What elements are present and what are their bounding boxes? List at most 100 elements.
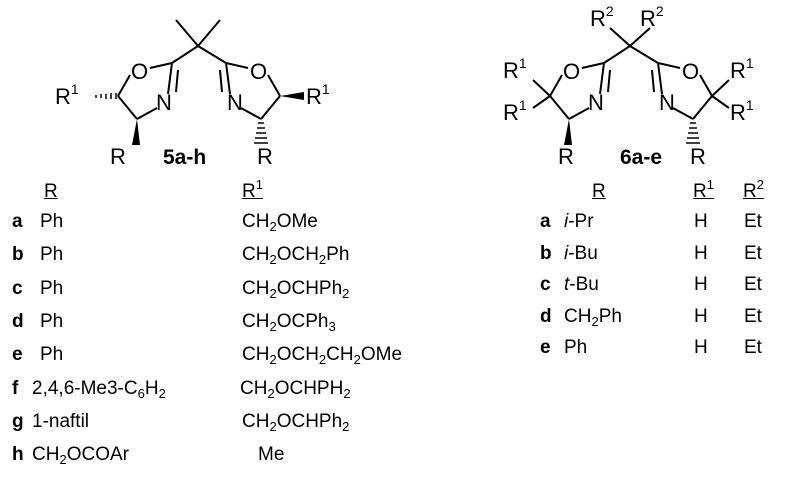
right-row-label: a	[540, 211, 551, 232]
atom-6right-o: O	[682, 59, 699, 84]
wedge-bond-left-r	[132, 119, 140, 145]
atom-right-r1: R1	[306, 81, 330, 109]
atom-6-r2-left: R2	[590, 3, 614, 31]
left-row-r: Ph	[40, 211, 64, 232]
bond-right-c5-c4	[260, 95, 281, 120]
left-row-r: Ph	[40, 278, 64, 299]
atom-left-o: O	[131, 59, 148, 84]
right-header-r2: R2	[743, 177, 764, 202]
bond-left-c2-o	[149, 62, 173, 69]
bond-right-n-c2-double	[219, 69, 223, 93]
right-row-r1: H	[694, 337, 708, 358]
bond-6right-c2-o	[657, 62, 681, 69]
bond-right-c4-n	[240, 107, 262, 120]
left-row-label: c	[12, 278, 23, 299]
atom-6right-r: R	[690, 144, 706, 169]
right-header-r1: R1	[693, 177, 714, 202]
right-row-label: c	[540, 274, 551, 295]
atom-right-r: R	[257, 144, 273, 169]
atom-right-n: N	[227, 90, 243, 115]
right-row-r1: H	[694, 211, 708, 232]
atom-left-r: R	[110, 144, 126, 169]
bond-6left-c4-n	[568, 107, 590, 120]
left-row-r1: CH2OCHPh2	[242, 278, 350, 301]
bond-6right-c5-r1-top	[711, 79, 730, 97]
bond-r2-left	[609, 27, 631, 47]
atom-left-r1: R1	[55, 81, 79, 109]
atom-6right-r1-bot: R1	[730, 97, 754, 125]
right-row-r2: Et	[744, 274, 762, 295]
bond-methyl-right	[197, 19, 221, 47]
bond-6left-c5-c4	[549, 95, 570, 120]
left-row-r1: CH2OCPh3	[242, 311, 336, 334]
bond-center-left-6	[603, 45, 631, 64]
bond-left-n-c2	[167, 62, 173, 95]
hashed-bond-6right-r	[686, 122, 700, 144]
bond-left-n-c2-double	[175, 69, 179, 93]
bond-methyl-left	[175, 19, 199, 47]
left-row-r1: CH2OMe	[242, 211, 318, 234]
right-row-r1: H	[694, 306, 708, 327]
right-row-r2: Et	[744, 211, 762, 232]
bond-right-n-c2	[225, 62, 231, 95]
atom-6right-n: N	[659, 90, 675, 115]
bond-6right-c5-c4	[692, 95, 713, 120]
bond-6left-c5-r1-top	[532, 79, 551, 97]
hashed-bond-right-r	[254, 122, 268, 144]
right-row-label: e	[540, 337, 551, 358]
bond-right-o-c5	[267, 74, 281, 97]
structure-5a-h	[95, 19, 304, 145]
atom-labels-6a-e: R2 R2 O N O N R1 R1 R1 R1 R R 6a-e	[503, 3, 754, 169]
atom-6left-n: N	[588, 90, 604, 115]
right-row-r1: H	[694, 274, 708, 295]
right-row-r: i-Pr	[564, 211, 594, 232]
bond-center-left	[171, 45, 199, 64]
left-row-label: g	[12, 411, 24, 432]
right-row-r: CH2Ph	[564, 306, 622, 329]
left-row-r1: Me	[258, 444, 285, 465]
left-row-r: 2,4,6-Me3-C6H2	[32, 378, 166, 401]
left-row-r1: CH2OCHPh2	[242, 411, 350, 434]
compound-id-5a-h: 5a-h	[163, 146, 206, 169]
bond-center-right-6	[629, 45, 659, 64]
right-row-r1: H	[694, 243, 708, 264]
left-header-r1: R1	[242, 177, 263, 202]
left-header-r: R	[44, 181, 58, 202]
bond-r2-right	[629, 27, 651, 47]
hashed-bond-left-r1	[95, 93, 117, 99]
bond-6left-n-c2-double	[607, 69, 611, 93]
right-row-r: t-Bu	[564, 274, 599, 295]
structure-6a-e	[532, 27, 730, 145]
atom-6left-r1-bot: R1	[503, 97, 527, 125]
right-row-r: Ph	[564, 337, 588, 358]
left-row-r1: CH2OCH2CH2OMe	[242, 344, 403, 367]
left-row-r1: CH2OCHPH2	[240, 378, 351, 401]
wedge-bond-right-r1	[280, 92, 304, 100]
left-row-r: 1-naftil	[32, 411, 90, 432]
bond-left-c5-c4	[117, 95, 138, 120]
right-row-label: b	[540, 243, 552, 264]
atom-right-o: O	[250, 59, 267, 84]
left-row-label: b	[12, 244, 24, 265]
left-row-label: h	[12, 444, 24, 465]
right-row-r2: Et	[744, 243, 762, 264]
left-row-label: f	[12, 378, 19, 399]
atom-labels-5a-h: O N O N R1 R1 R R 5a-h	[55, 59, 330, 169]
left-row-label: d	[12, 311, 24, 332]
wedge-bond-6left-r	[564, 119, 572, 145]
left-row-r: Ph	[40, 311, 64, 332]
compound-id-6a-e: 6a-e	[620, 146, 662, 169]
bond-right-c2-o	[225, 62, 249, 69]
right-row-r: i-Bu	[564, 243, 598, 264]
left-row-r1: CH2OCH2Ph	[242, 244, 350, 267]
bond-6right-o-c5	[699, 74, 713, 97]
left-row-r: CH2OCOAr	[32, 444, 129, 467]
bond-center-right	[197, 45, 227, 64]
bond-6right-c4-n	[672, 107, 694, 120]
atom-6-r2-right: R2	[640, 3, 664, 31]
left-row-label: e	[12, 344, 23, 365]
left-row-r: Ph	[40, 244, 64, 265]
atom-6left-r1-top: R1	[503, 55, 527, 83]
bond-left-o-c5	[117, 74, 131, 97]
atom-6left-o: O	[563, 59, 580, 84]
